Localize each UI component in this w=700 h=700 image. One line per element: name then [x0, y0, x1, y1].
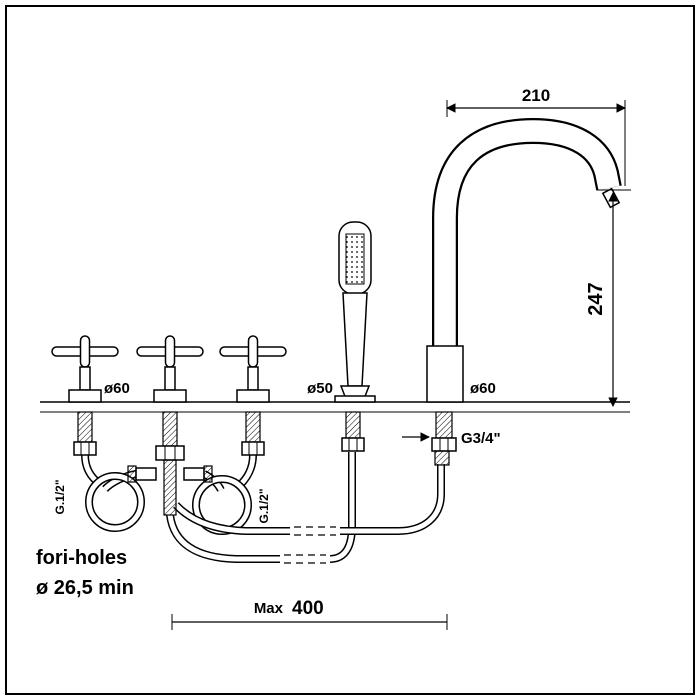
valve-left	[51, 335, 119, 456]
dimension-247: 247	[585, 189, 631, 407]
dim-210-label: 210	[522, 86, 550, 105]
hose-loop-left	[85, 472, 145, 532]
holes-spec: ø 26,5 min	[36, 577, 134, 599]
holes-note: fori-holes ø 26,5 min	[36, 547, 134, 599]
dimension-max-400: Max 400	[171, 598, 448, 630]
diameter-labels: ø60 ø50 ø60	[104, 380, 496, 397]
handshower-spray-face	[345, 233, 365, 285]
dia-valve-label: ø60	[104, 380, 130, 397]
spout	[426, 117, 622, 466]
max-label: Max	[254, 600, 284, 617]
handshower	[334, 221, 376, 452]
max-value: 400	[292, 598, 324, 619]
valve-middle-mixer	[127, 335, 213, 516]
pipe-to-handshower	[166, 452, 356, 564]
thread-spout-label: G3/4"	[461, 430, 501, 447]
holes-title: fori-holes	[36, 547, 127, 569]
deck-surface	[40, 401, 630, 413]
dia-handshower-label: ø50	[307, 380, 333, 397]
handshower-handle	[342, 292, 368, 387]
thread-valve-left-label: G.1/2"	[53, 479, 67, 514]
dia-spout-label: ø60	[470, 380, 496, 397]
thread-valve-right-label: G.1/2"	[257, 488, 271, 523]
spout-base	[426, 345, 464, 403]
valve-right	[219, 335, 287, 456]
dim-247-label: 247	[585, 282, 607, 315]
pipe-to-spout	[173, 464, 445, 536]
thread-labels: G3/4" G.1/2" G.1/2"	[53, 430, 501, 524]
dimension-210: 210	[446, 86, 626, 186]
spout-aerator	[601, 187, 621, 209]
under-deck-piping	[81, 452, 445, 564]
page-border	[5, 5, 695, 695]
